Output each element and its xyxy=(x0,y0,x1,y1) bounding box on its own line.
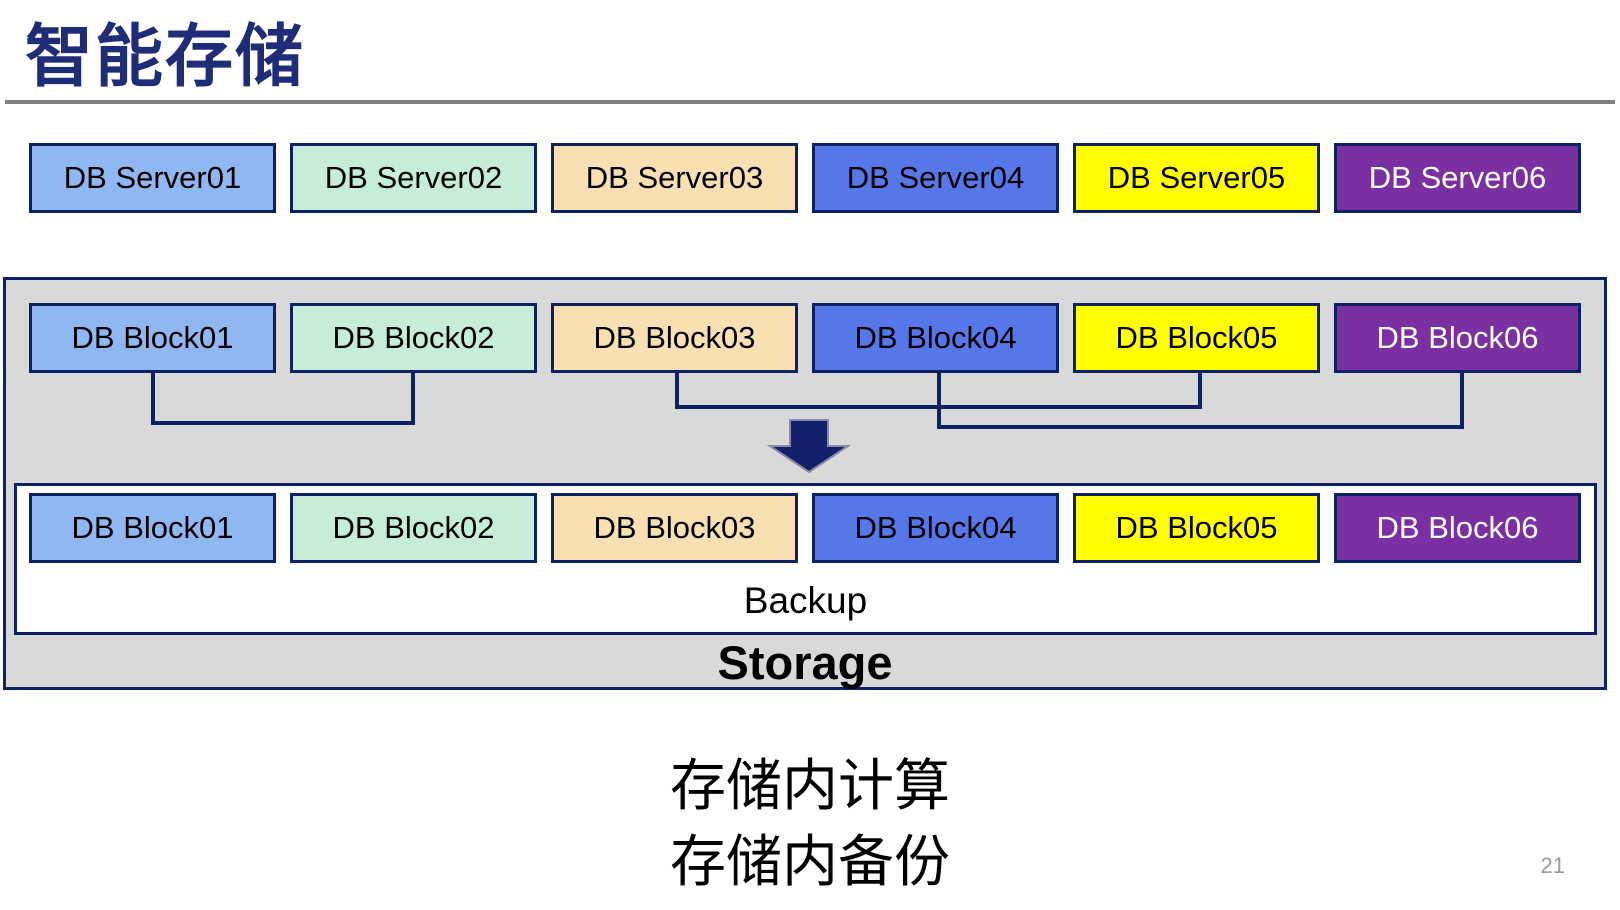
slide-title: 智能存储 xyxy=(25,18,306,95)
db-server06-box: DB Server06 xyxy=(1334,143,1581,213)
title-divider xyxy=(5,100,1615,104)
caption-line-1: 存储内计算 xyxy=(670,754,950,817)
db-server-row: DB Server01 DB Server02 DB Server03 DB S… xyxy=(29,143,1581,213)
page-number: 21 xyxy=(1540,853,1565,878)
db-block04-box: DB Block04 xyxy=(812,303,1059,373)
backup-db-block06-box: DB Block06 xyxy=(1334,493,1581,563)
backup-db-block01-box: DB Block01 xyxy=(29,493,276,563)
backup-db-block04-box: DB Block04 xyxy=(812,493,1059,563)
caption-text: 存储内计算 存储内备份 xyxy=(0,748,1620,900)
caption-line-2: 存储内备份 xyxy=(670,830,950,893)
db-block01-box: DB Block01 xyxy=(29,303,276,373)
db-server03-box: DB Server03 xyxy=(551,143,798,213)
db-server05-box: DB Server05 xyxy=(1073,143,1320,213)
backup-box: DB Block01 DB Block02 DB Block03 DB Bloc… xyxy=(14,483,1597,635)
storage-label: Storage xyxy=(717,636,893,689)
backup-db-block05-box: DB Block05 xyxy=(1073,493,1320,563)
db-server02-box: DB Server02 xyxy=(290,143,537,213)
backup-db-block02-box: DB Block02 xyxy=(290,493,537,563)
db-block02-box: DB Block02 xyxy=(290,303,537,373)
db-server04-box: DB Server04 xyxy=(812,143,1059,213)
db-block-row-backup: DB Block01 DB Block02 DB Block03 DB Bloc… xyxy=(29,493,1581,563)
db-block-row-source: DB Block01 DB Block02 DB Block03 DB Bloc… xyxy=(29,303,1581,373)
backup-db-block03-box: DB Block03 xyxy=(551,493,798,563)
db-block03-box: DB Block03 xyxy=(551,303,798,373)
db-block05-box: DB Block05 xyxy=(1073,303,1320,373)
db-server01-box: DB Server01 xyxy=(29,143,276,213)
db-block06-box: DB Block06 xyxy=(1334,303,1581,373)
backup-label: Backup xyxy=(743,580,868,621)
storage-container: DB Block01 DB Block02 DB Block03 DB Bloc… xyxy=(3,277,1607,690)
